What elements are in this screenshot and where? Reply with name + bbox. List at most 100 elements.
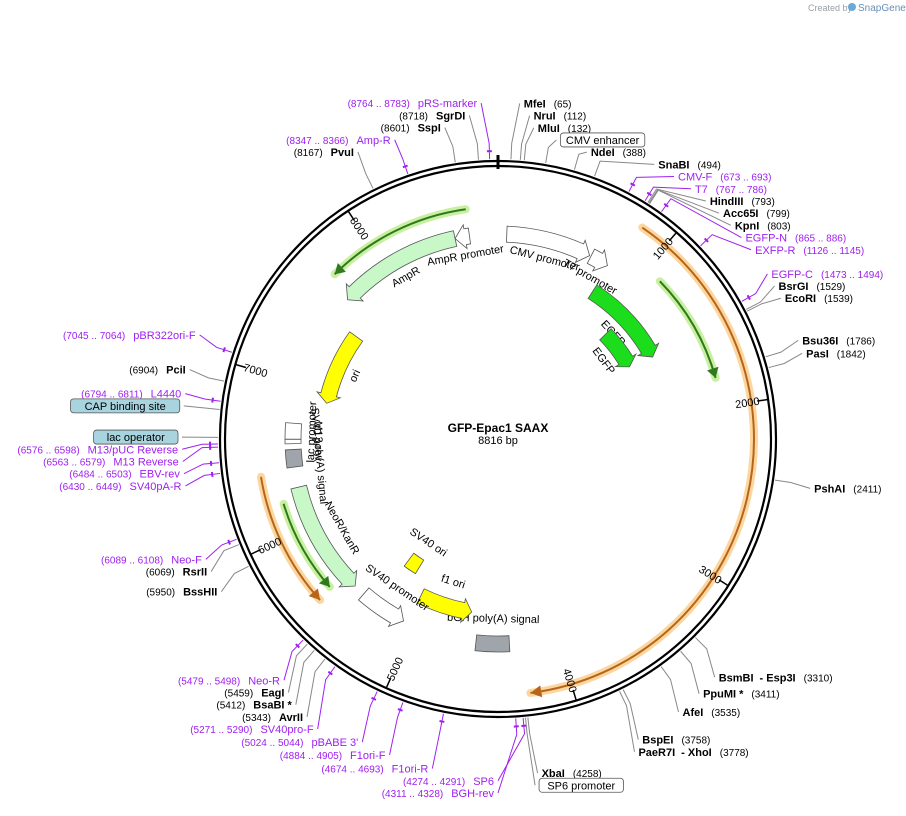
primer-text: (6794 .. 6811)L4440 [81, 389, 181, 401]
site-leader [357, 151, 374, 189]
enzyme-label[interactable]: MluI(132) [538, 123, 591, 135]
primer-text: EGFP-N(865 .. 886) [745, 233, 846, 245]
enzyme-text: HindIII(793) [710, 196, 775, 208]
enzyme-label[interactable]: (6904)PciI [129, 365, 185, 377]
feature-box-text: lac operator [107, 432, 165, 444]
primer-label[interactable]: (6794 .. 6811)L4440 [81, 389, 181, 401]
feature-box [559, 132, 646, 148]
primer-label[interactable]: EXFP-R(1126 .. 1145) [755, 245, 864, 257]
enzyme-label[interactable]: BspEI(3758) [642, 735, 710, 747]
primer-name: BGH-rev [451, 788, 494, 800]
feature-arrow [506, 225, 591, 264]
primer-label[interactable]: (8347 .. 8366)Amp-R [286, 135, 391, 147]
orf-arrowhead [707, 366, 719, 378]
feature-arrow [474, 634, 511, 653]
enzyme-text: Bsu36I(1786) [802, 335, 875, 347]
primer-site-mark [211, 397, 214, 403]
enzyme-label[interactable]: HindIII(793) [710, 196, 775, 208]
primer-label[interactable]: (4674 .. 4693)F1ori-R [321, 764, 428, 776]
primer-range: (5271 .. 5290) [190, 725, 252, 736]
enzyme-label[interactable]: (5412)BsaBI * [216, 700, 292, 712]
enzyme-label[interactable]: EcoRI(1539) [785, 293, 853, 305]
feature-label: bGH poly(A) signal [447, 612, 540, 626]
enzyme-text: (5343)AvrII [242, 712, 303, 724]
primer-name: SP6 [473, 776, 494, 788]
primer-label[interactable]: (6484 .. 6503)EBV-rev [69, 469, 180, 481]
primer-name: EBV-rev [140, 469, 181, 481]
enzyme-label[interactable]: BsrGI(1529) [779, 281, 846, 293]
enzyme-name: NruI [534, 111, 556, 123]
feature-box-text: SP6 promoter [547, 780, 615, 792]
enzyme-label[interactable]: Bsu36I(1786) [802, 335, 875, 347]
feature-arrow [315, 331, 364, 404]
enzyme-label[interactable]: (8601)SspI [381, 123, 441, 135]
enzyme-label[interactable]: BsmBI- Esp3I(3310) [719, 672, 833, 684]
primer-label[interactable]: (5479 .. 5498)Neo-R [178, 675, 280, 687]
enzyme-label[interactable]: PasI(1842) [806, 348, 866, 360]
feature-arrow [290, 484, 358, 588]
enzyme-label[interactable]: (5459)EagI [224, 687, 284, 699]
feature-box-label[interactable]: lac operator [93, 429, 179, 445]
orf-arc [333, 208, 466, 275]
primer-leader [389, 702, 404, 756]
orf-halo [526, 223, 758, 697]
enzyme-position: (112) [564, 112, 587, 123]
enzyme-label[interactable]: (5950)BssHII [146, 587, 217, 599]
site-leader [680, 650, 700, 694]
enzyme-label[interactable]: SnaBI(494) [658, 159, 721, 171]
feature-arrow [454, 223, 472, 250]
primer-label[interactable]: (4274 .. 4291)SP6 [403, 776, 494, 788]
feature-box-label[interactable]: CAP binding site [70, 398, 181, 414]
feature-box-label[interactable]: SP6 promoter [538, 777, 624, 793]
feature-label: ori [347, 368, 363, 384]
enzyme-name: AvrII [279, 712, 303, 724]
enzyme-suffix: - Esp3I [760, 672, 796, 684]
enzyme-label[interactable]: PshAI(2411) [814, 483, 881, 495]
enzyme-label[interactable]: NdeI(388) [591, 147, 646, 159]
enzyme-label[interactable]: (8167)PvuI [294, 147, 354, 159]
enzyme-label[interactable]: (8718)SgrDI [399, 110, 465, 122]
enzyme-label[interactable]: AfeI(3535) [683, 707, 741, 719]
primer-label[interactable]: (5024 .. 5044)pBABE 3' [241, 737, 358, 749]
primer-range: (1126 .. 1145) [803, 246, 864, 257]
site-leader [524, 717, 536, 786]
primer-label[interactable]: (6430 .. 6449)SV40pA-R [59, 481, 181, 493]
enzyme-label[interactable]: MfeI(65) [524, 98, 572, 110]
enzyme-label[interactable]: (6069)RsrII [146, 567, 207, 579]
primer-range: (4884 .. 4905) [280, 751, 342, 762]
enzyme-label[interactable]: (5343)AvrII [242, 712, 303, 724]
feature-box-label[interactable]: CMV enhancer [559, 132, 646, 148]
primer-label[interactable]: CMV-F(673 .. 693) [678, 172, 771, 184]
enzyme-label[interactable]: XbaI(4258) [542, 768, 602, 780]
feature-box [70, 398, 181, 414]
primer-label[interactable]: (6576 .. 6598)M13/pUC Reverse [17, 444, 178, 456]
enzyme-label[interactable]: KpnI(803) [735, 220, 791, 232]
primer-label[interactable]: (5271 .. 5290)SV40pro-F [190, 724, 314, 736]
enzyme-label[interactable]: Acc65I(799) [723, 208, 790, 220]
primer-site-mark [703, 237, 709, 243]
enzyme-label[interactable]: PaeR7I- XhoI(3778) [638, 747, 748, 759]
feature-arrow [284, 438, 302, 445]
orf-arrowhead [530, 685, 543, 698]
enzyme-label[interactable]: PpuMI *(3411) [703, 689, 780, 701]
primer-label[interactable]: (7045 .. 7064)pBR322ori-F [63, 330, 196, 342]
enzyme-label[interactable]: NruI (112) [534, 111, 587, 123]
primer-label[interactable]: EGFP-N(865 .. 886) [745, 233, 846, 245]
primer-label[interactable]: (6089 .. 6108)Neo-F [101, 554, 202, 566]
enzyme-name: MfeI [524, 98, 546, 110]
primer-text: (8347 .. 8366)Amp-R [286, 135, 391, 147]
primer-label[interactable]: (8764 .. 8783)pRS-marker [348, 98, 478, 110]
primer-label[interactable]: EGFP-C(1473 .. 1494) [771, 269, 883, 281]
feature-arrow [357, 587, 404, 628]
enzyme-position: (494) [697, 160, 720, 171]
enzyme-position: (3310) [804, 673, 833, 684]
site-leader [220, 565, 249, 593]
primer-label[interactable]: T7(767 .. 786) [695, 184, 767, 196]
primer-leader [394, 139, 409, 175]
primer-label[interactable]: (4884 .. 4905)F1ori-F [280, 750, 386, 762]
enzyme-position: (6904) [129, 366, 158, 377]
primer-site-mark [630, 182, 636, 187]
primer-label[interactable]: (6563 .. 6579)M13 Reverse [43, 456, 179, 468]
primer-label[interactable]: (4311 .. 4328)BGH-rev [382, 788, 495, 800]
site-leader [183, 405, 220, 411]
